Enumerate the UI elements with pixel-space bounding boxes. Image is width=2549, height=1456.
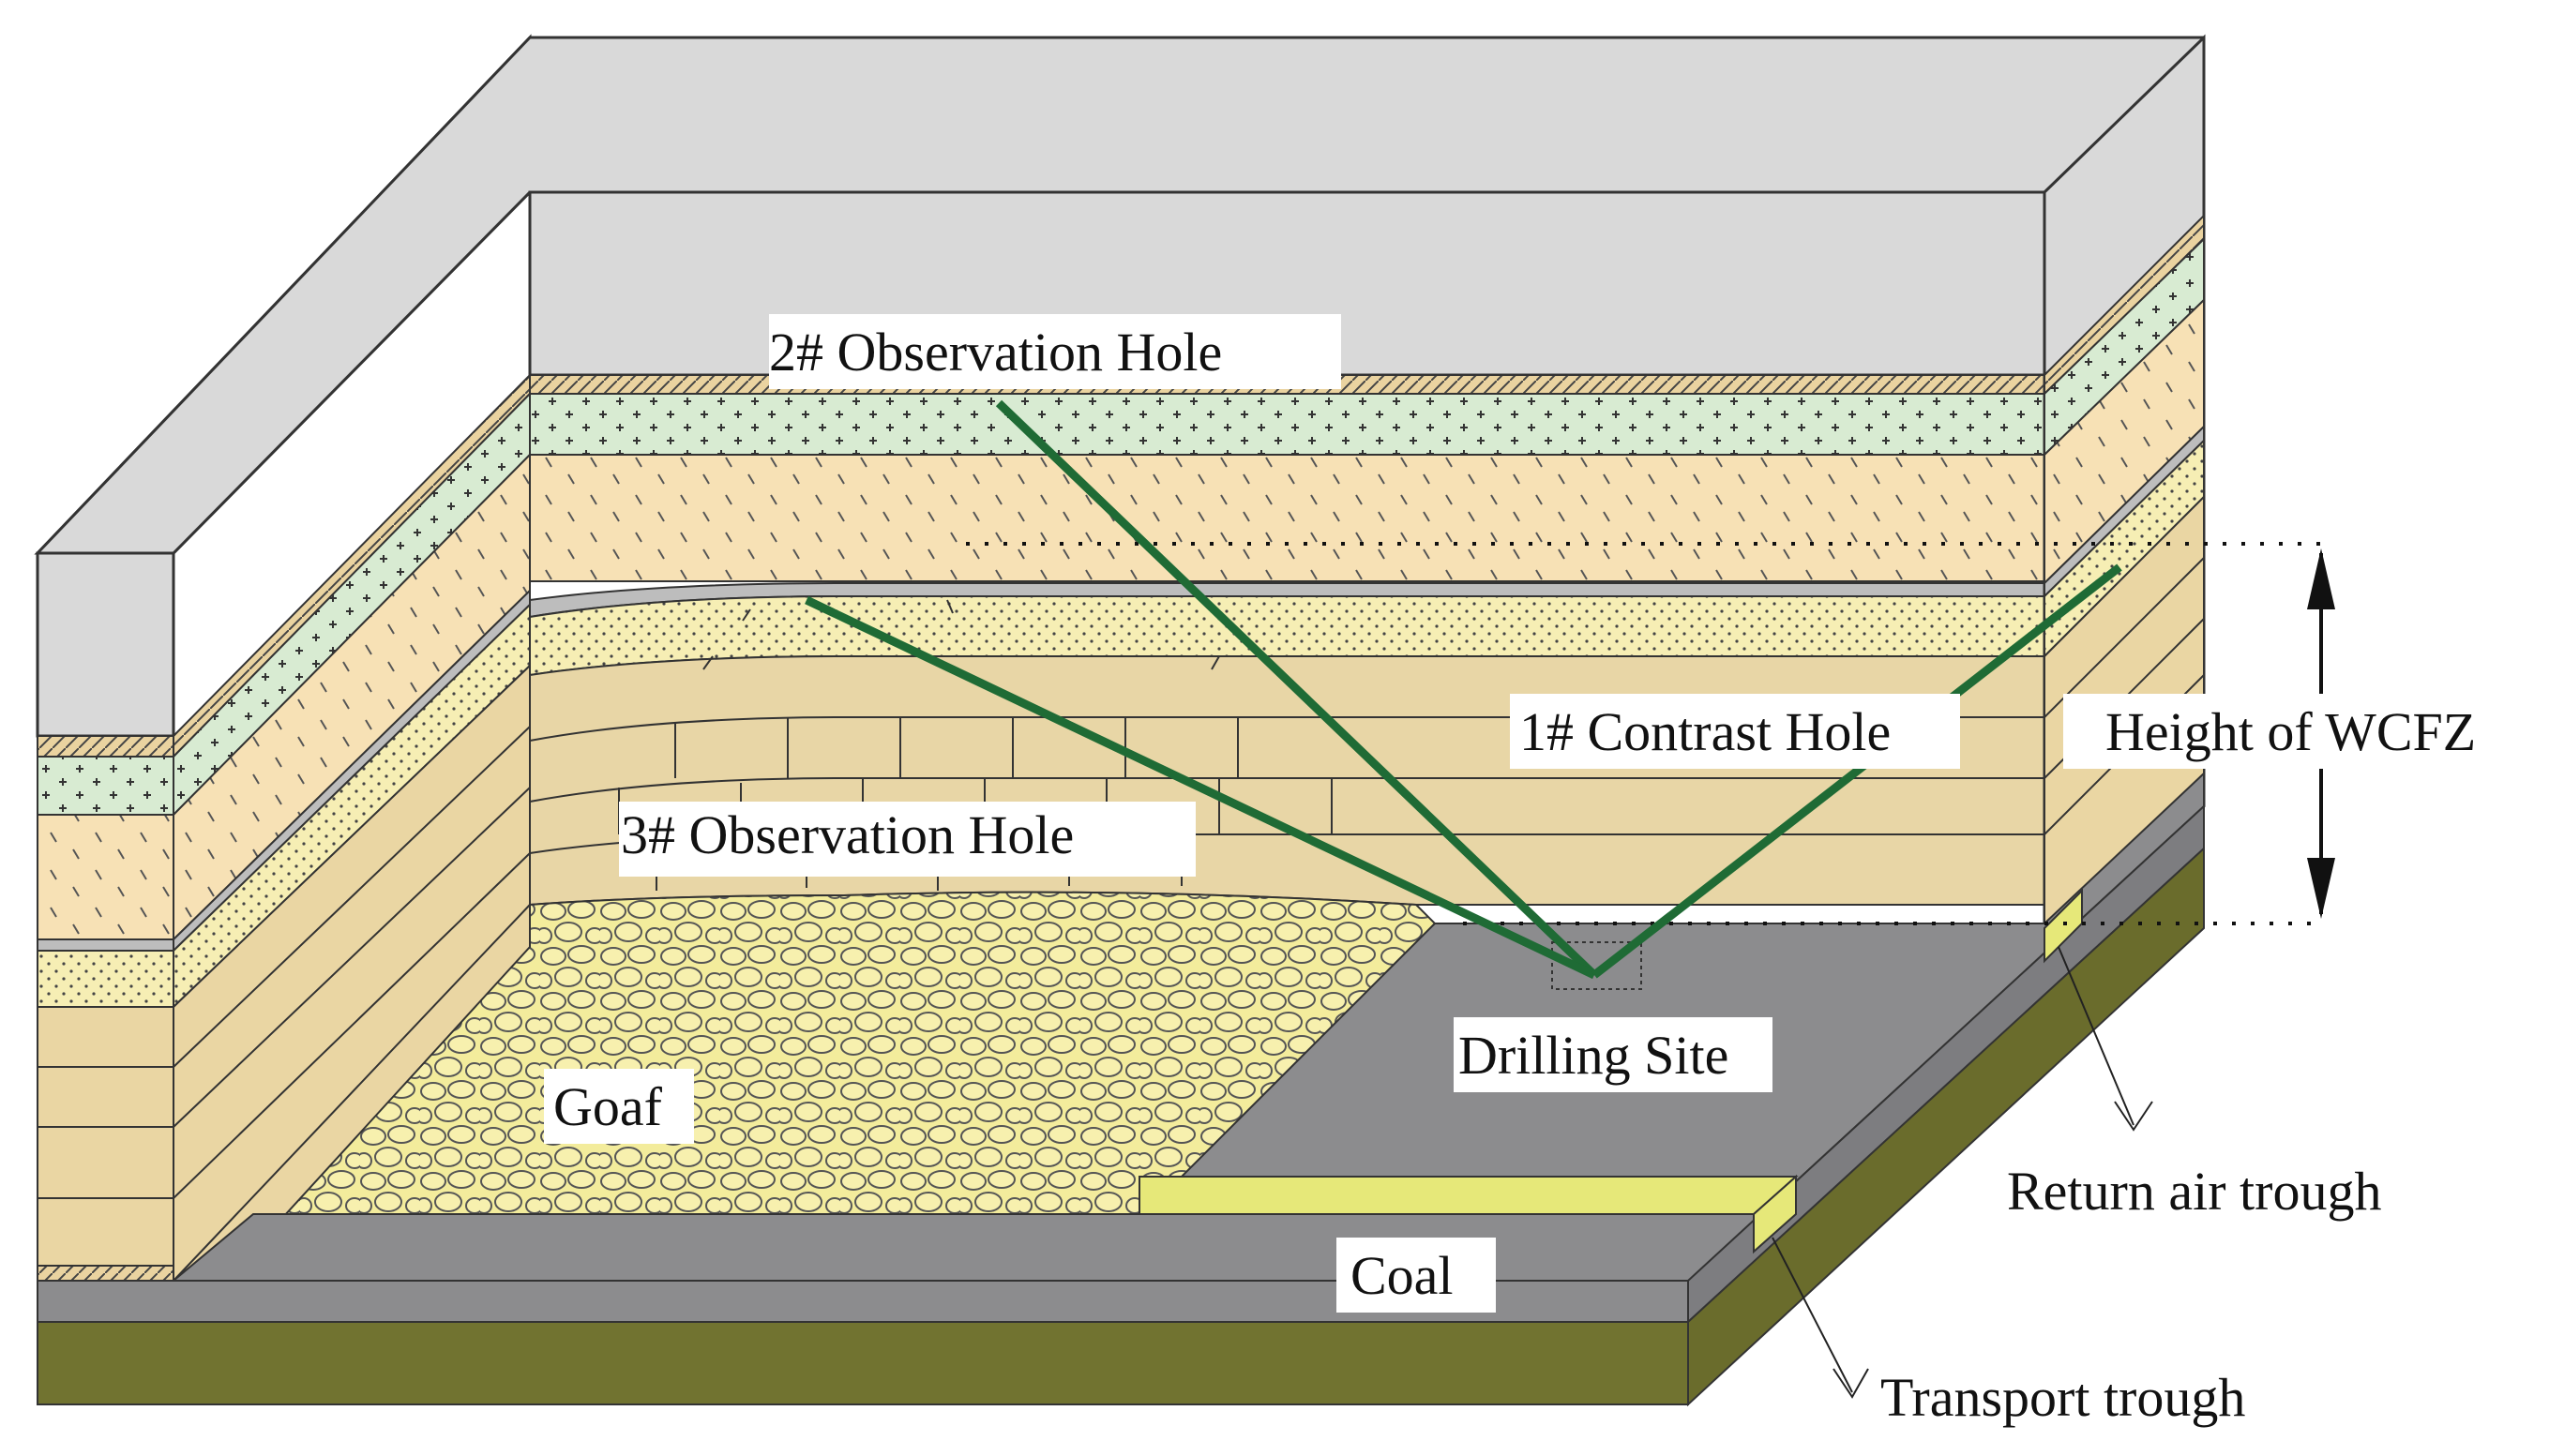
boreholes — [805, 399, 2122, 980]
drilling-site-box — [1551, 941, 1642, 990]
labels: 2# Observation Hole 3# Observation Hole … — [544, 314, 2549, 1428]
hole-3-line — [805, 595, 1596, 980]
transport-trough — [1139, 1176, 1799, 1215]
hole-2-line — [995, 399, 1598, 979]
label-goaf: Goaf — [553, 1076, 663, 1137]
label-obs3: 3# Observation Hole — [621, 804, 1074, 865]
arrow-up-icon — [2307, 548, 2335, 609]
sandstone-layer — [529, 454, 2045, 582]
left-column-top — [36, 551, 175, 738]
label-contrast1: 1# Contrast Hole — [1519, 701, 1891, 762]
arrow-down-icon — [2307, 858, 2335, 919]
label-height-wcfz: Height of WCFZ — [2105, 701, 2476, 762]
label-drilling-site: Drilling Site — [1458, 1025, 1728, 1086]
left-block — [34, 34, 2206, 1282]
label-transport-trough: Transport trough — [1880, 1367, 2245, 1428]
label-return-air-trough: Return air trough — [2007, 1161, 2381, 1222]
label-obs2: 2# Observation Hole — [769, 322, 1222, 383]
label-coal: Coal — [1350, 1245, 1454, 1306]
floor-strata — [37, 1321, 1689, 1405]
hole-1-line — [1591, 563, 2122, 979]
pointers — [1772, 946, 2153, 1399]
green-mudstone-layer — [529, 393, 2045, 456]
